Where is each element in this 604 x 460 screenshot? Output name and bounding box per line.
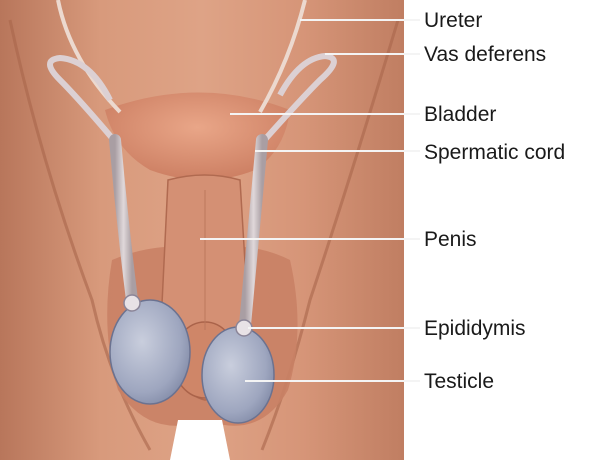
label-testicle: Testicle: [424, 370, 494, 394]
label-bladder: Bladder: [424, 103, 496, 127]
label-spermatic-cord: Spermatic cord: [424, 141, 565, 165]
left-epididymis: [124, 295, 140, 311]
right-testicle: [202, 327, 274, 423]
label-ureter: Ureter: [424, 9, 482, 33]
label-penis: Penis: [424, 228, 477, 252]
bottom-white-shape: [170, 420, 230, 460]
left-testicle: [110, 300, 190, 404]
label-vas-deferens: Vas deferens: [424, 43, 546, 67]
label-epididymis: Epididymis: [424, 317, 526, 341]
